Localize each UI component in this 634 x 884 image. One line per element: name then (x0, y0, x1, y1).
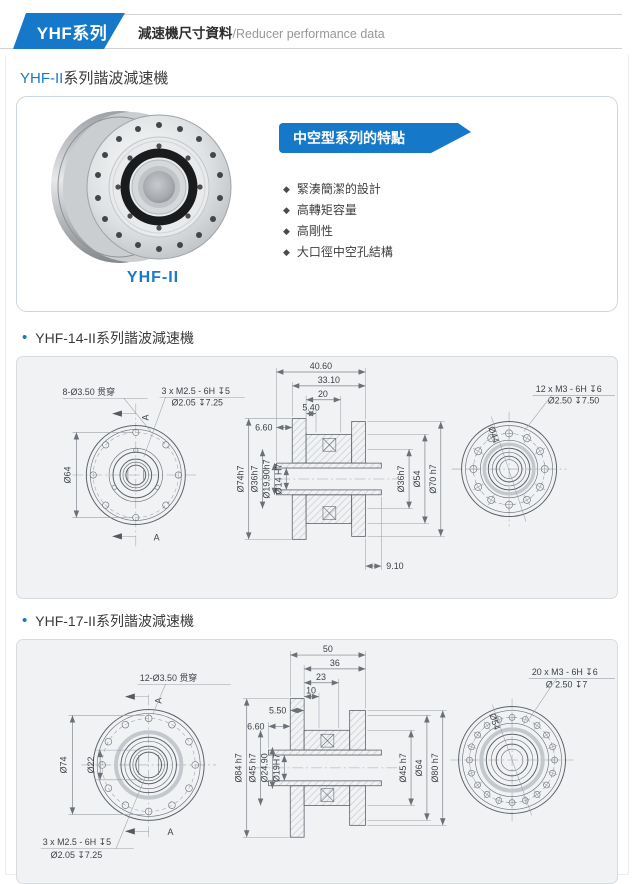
page-title: YHF-II系列諧波減速機 (20, 67, 620, 88)
section-letter: A (154, 532, 160, 542)
section-letter: A (141, 415, 151, 421)
dimension-label: Ø64 (62, 467, 72, 484)
dimension-label: 10 (306, 686, 316, 696)
diamond-bullet-icon: ◆ (283, 247, 290, 257)
dimension-label: Ø24.90 (259, 753, 269, 782)
features-list: ◆ 緊湊簡潔的設計 ◆ 高轉矩容量 ◆ 高剛性 ◆ 大口徑中空孔結構 (283, 179, 393, 263)
dimension-label: Ø70 h7 (428, 464, 438, 493)
yhf14-front-view: Ø64 A A 8-Ø3.50 贯穿 3 x M2.5 - 6H ↧5 Ø2.0… (62, 386, 245, 549)
dimension-label: Ø54 (487, 712, 502, 731)
yhf17-front-view: Ø74 Ø22 A A 12-Ø3.50 贯穿 (40, 672, 231, 860)
thread-callout-line1: 12 x M3 - 6H ↧6 (536, 384, 602, 394)
section-title-yhf14: • YHF-14-II系列諧波減速機 (22, 328, 620, 348)
dimension-label: Ø44 (486, 425, 501, 444)
dimension-label: 33.10 (318, 375, 340, 385)
thread-callout-line2: Ø 2.50 ↧7 (546, 680, 588, 690)
dimension-label: Ø22 (86, 756, 96, 773)
feature-text: 緊湊簡潔的設計 (296, 182, 381, 196)
yhf14-section-view: 40.60 33.10 20 5.40 6.60 Ø74h7 Ø36h7 (236, 361, 445, 571)
diamond-bullet-icon: ◆ (283, 205, 290, 215)
header-title: 減速機尺寸資料/Reducer performance data (138, 22, 385, 43)
dimension-label: Ø45 h7 (398, 753, 408, 782)
product-photo (51, 111, 232, 263)
header-title-zh: 減速機尺寸資料 (138, 26, 233, 41)
diamond-bullet-icon: ◆ (283, 226, 290, 236)
dimension-label: Ø36h7 (396, 466, 406, 493)
thread-callout-line2: Ø2.50 ↧7.50 (548, 396, 600, 406)
dimension-label: 36 (330, 658, 340, 668)
dimension-label: Ø80 h7 (430, 753, 440, 782)
thread-callout-line2: Ø2.05 ↧7.25 (171, 398, 223, 408)
dimension-label: Ø36h7 (250, 466, 260, 493)
dimension-label: 9.10 (386, 561, 403, 571)
dimension-label: Ø74h7 (236, 466, 246, 493)
feature-item: ◆ 緊湊簡潔的設計 (283, 179, 393, 200)
yhf14-drawing-panel: Ø64 A A 8-Ø3.50 贯穿 3 x M2.5 - 6H ↧5 Ø2.0… (16, 356, 618, 599)
thread-callout-line2: Ø2.05 ↧7.25 (51, 850, 103, 860)
feature-text: 高轉矩容量 (296, 203, 357, 217)
series-badge: YHF系列 (13, 13, 125, 49)
dimension-label: Ø19H7 (271, 754, 281, 782)
thread-callout-line1: 20 x M3 - 6H ↧6 (532, 667, 598, 677)
feature-text: 大口徑中空孔結構 (296, 245, 393, 259)
section-title-text: YHF-17-II系列諧波減速機 (35, 613, 194, 629)
yhf17-drawing-panel: Ø74 Ø22 A A 12-Ø3.50 贯穿 (16, 639, 618, 884)
page-header: YHF系列 減速機尺寸資料/Reducer performance data (0, 0, 634, 55)
dimension-label: 5.40 (302, 403, 319, 413)
feature-item: ◆ 高轉矩容量 (283, 200, 393, 221)
dimension-label: 50 (323, 644, 333, 654)
series-badge-label: YHF系列 (36, 23, 108, 43)
header-rule-bottom (0, 48, 622, 49)
page-title-rest: 系列諧波減速機 (63, 70, 169, 87)
feature-item: ◆ 大口徑中空孔結構 (283, 242, 393, 263)
yhf14-back-view: Ø44 12 x M3 - 6H ↧6 Ø2.50 ↧7.50 (451, 384, 616, 527)
yhf17-technical-drawing: Ø74 Ø22 A A 12-Ø3.50 贯穿 (40, 644, 616, 860)
dimension-label: Ø19.90h7 (261, 459, 271, 498)
feature-item: ◆ 高剛性 (283, 221, 393, 242)
yhf14-technical-drawing: Ø64 A A 8-Ø3.50 贯穿 3 x M2.5 - 6H ↧5 Ø2.0… (62, 361, 616, 571)
product-overview-card: YHF-II 中空型系列的特點 ◆ 緊湊簡潔的設計 ◆ 高轉矩容量 ◆ 高剛性 ◆ 大口… (16, 96, 618, 312)
hole-callout: 12-Ø3.50 贯穿 (140, 672, 198, 683)
dot-bullet-icon: • (22, 612, 28, 629)
yhf17-back-view: Ø54 20 x M3 - 6H ↧6 Ø 2.50 ↧7 (450, 667, 616, 822)
dimension-label: 23 (316, 672, 326, 682)
diamond-bullet-icon: ◆ (283, 184, 290, 194)
dimension-label: Ø54 (412, 471, 422, 488)
header-rule-top (118, 14, 622, 15)
dot-bullet-icon: • (22, 329, 28, 346)
dimension-label: 5.50 (269, 705, 286, 715)
hole-callout: 8-Ø3.50 贯穿 (63, 386, 116, 397)
dimension-label: Ø84 h7 (234, 753, 244, 782)
section-title-text: YHF-14-II系列諧波減速機 (35, 330, 194, 346)
product-model-caption: YHF-II (126, 269, 180, 286)
features-banner: 中空型系列的特點 (279, 123, 471, 153)
yhf17-section-view: 50 36 23 10 5.50 6.60 Ø84 h7 Ø4 (234, 644, 447, 838)
page-title-highlight: YHF-II (20, 70, 64, 87)
thread-callout-line1: 3 x M2.5 - 6H ↧5 (43, 837, 111, 847)
dimension-label: 6.60 (247, 721, 264, 731)
dimension-label: Ø14 H7 (273, 464, 283, 495)
section-letter: A (167, 827, 173, 837)
features-banner-label: 中空型系列的特點 (293, 130, 405, 146)
dimension-label: Ø64 (414, 759, 424, 776)
dimension-label: Ø45 h7 (248, 753, 258, 782)
feature-text: 高剛性 (296, 224, 333, 238)
dimension-label: 6.60 (255, 422, 272, 432)
section-title-yhf17: • YHF-17-II系列諧波減速機 (22, 611, 620, 631)
dimension-label: 40.60 (310, 361, 332, 371)
dimension-label: Ø74 (59, 756, 69, 773)
dimension-label: 20 (318, 389, 328, 399)
header-title-en: /Reducer performance data (232, 27, 385, 41)
content-card: YHF-II系列諧波減速機 (5, 55, 629, 884)
thread-callout-line1: 3 x M2.5 - 6H ↧5 (162, 386, 230, 396)
